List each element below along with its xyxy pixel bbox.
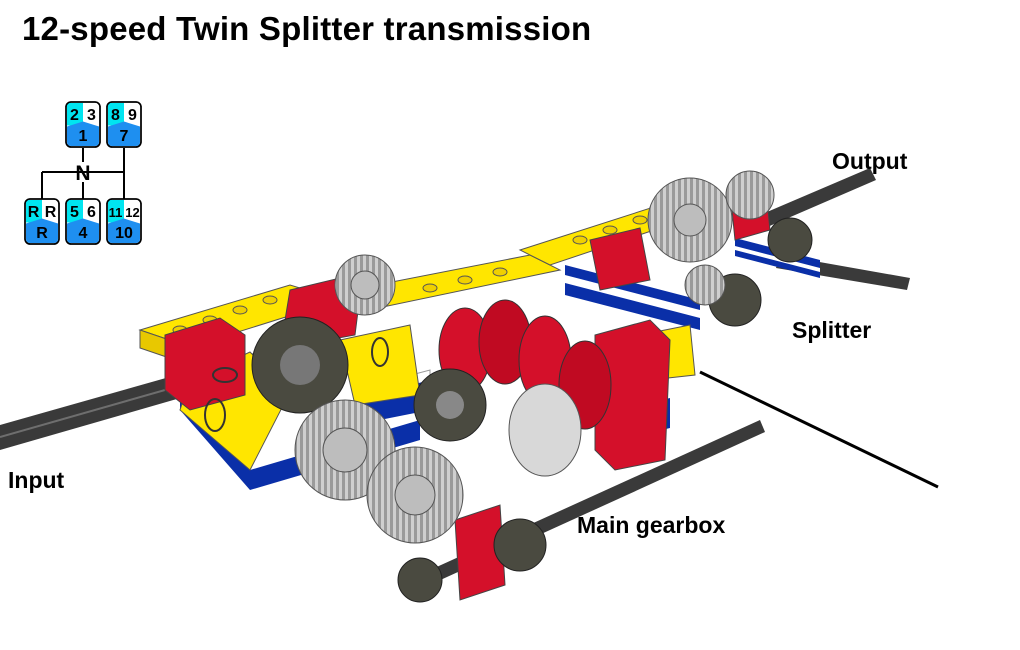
base-beams bbox=[180, 238, 820, 490]
gate-top-right-label: 12 bbox=[125, 205, 139, 220]
gate-top-left-label: 5 bbox=[70, 204, 79, 221]
neutral-label: N bbox=[75, 162, 90, 185]
gate-bottom-label: 10 bbox=[115, 225, 133, 242]
gate-top-right-label: 9 bbox=[128, 107, 137, 124]
splitter-pointer-line bbox=[699, 370, 939, 489]
gate-bottom-label: R bbox=[36, 225, 48, 242]
yellow-beams bbox=[138, 204, 696, 471]
stud-row bbox=[172, 215, 648, 335]
gate-top-right-label: 3 bbox=[87, 107, 96, 124]
page-title: 12-speed Twin Splitter transmission bbox=[22, 10, 592, 47]
gate-top-left-label: 8 bbox=[111, 107, 120, 124]
gate-bottom-label: 4 bbox=[79, 225, 88, 242]
input-label: Input bbox=[8, 467, 65, 493]
gate-top-left-label: R bbox=[28, 204, 40, 221]
output-label: Output bbox=[832, 148, 908, 174]
shift-gate-lines bbox=[41, 148, 125, 200]
splitter-label: Splitter bbox=[792, 317, 872, 343]
gate-bottom-label: 7 bbox=[120, 128, 129, 145]
gate-top-left-label: 2 bbox=[70, 107, 79, 124]
gate-top-right-label: 6 bbox=[87, 204, 96, 221]
clutch-rings bbox=[438, 299, 612, 477]
gate-top-left-label: 11 bbox=[109, 205, 123, 220]
gate-top-right-label: R bbox=[45, 204, 57, 221]
gate-bottom-label: 1 bbox=[79, 128, 88, 145]
gears bbox=[251, 170, 813, 603]
main-gearbox-label: Main gearbox bbox=[577, 512, 726, 538]
brick-holes bbox=[204, 337, 389, 432]
